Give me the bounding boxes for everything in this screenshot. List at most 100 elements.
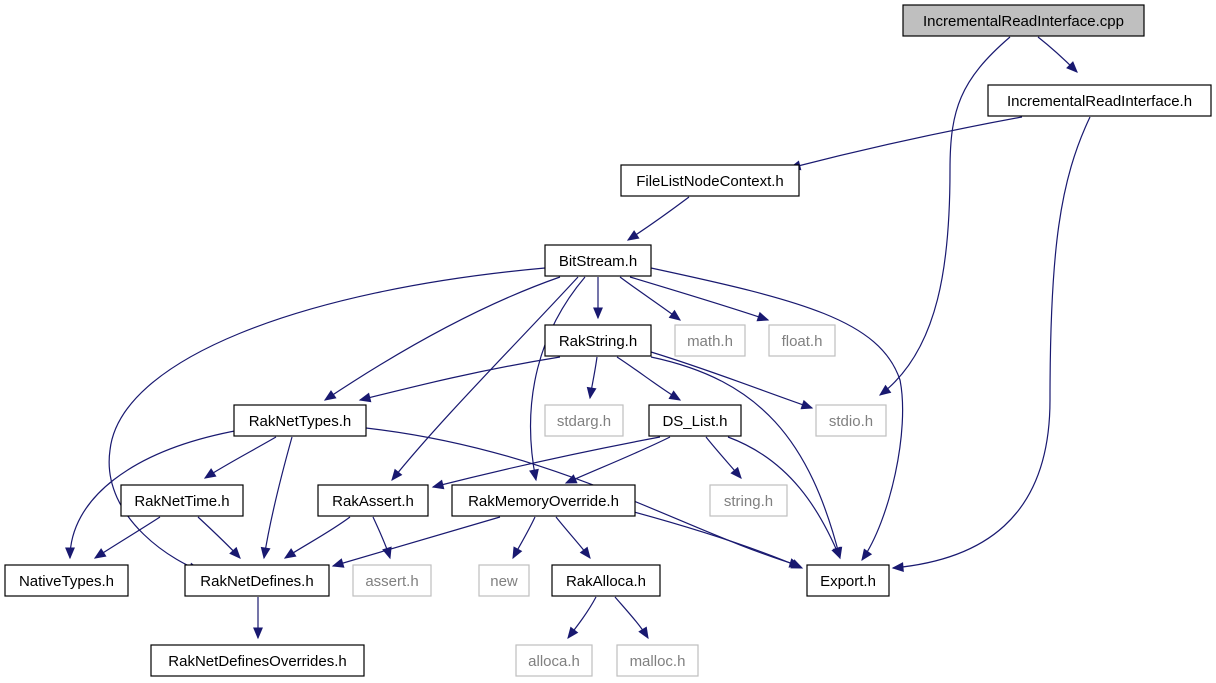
node-nativetypes[interactable]: NativeTypes.h	[4, 564, 129, 597]
arrowhead	[800, 399, 814, 410]
node-flnc[interactable]: FileListNodeContext.h	[620, 164, 800, 197]
node-label: DS_List.h	[662, 413, 727, 430]
node-rakassert[interactable]: RakAssert.h	[317, 484, 429, 517]
node-iri-h[interactable]: IncrementalReadInterface.h	[987, 84, 1212, 117]
arrowhead	[564, 474, 578, 484]
edge-line	[359, 356, 561, 401]
node-export[interactable]: Export.h	[806, 564, 890, 597]
arrowhead	[593, 307, 603, 320]
edge-line	[530, 276, 586, 481]
edge-rakstring-to-stdarg	[586, 356, 598, 400]
edge-rakalloca-to-alloca	[567, 596, 597, 640]
edge-bitstream-to-raknettypes	[323, 276, 561, 401]
edge-line	[789, 116, 1023, 169]
node-box	[674, 324, 746, 357]
node-label: IncrementalReadInterface.h	[1007, 93, 1192, 110]
edge-line	[727, 436, 841, 559]
edge-rakstring-to-dslist	[616, 356, 682, 401]
edge-dslist-to-export	[727, 436, 841, 560]
node-rakstring[interactable]: RakString.h	[544, 324, 652, 357]
node-box	[478, 564, 530, 597]
arrowhead	[358, 392, 372, 403]
node-assert: assert.h	[352, 564, 432, 597]
node-box	[616, 644, 699, 677]
node-box	[515, 644, 593, 677]
node-label: assert.h	[365, 573, 418, 590]
node-raknettypes[interactable]: RakNetTypes.h	[233, 404, 367, 437]
node-raknetdefines[interactable]: RakNetDefines.h	[184, 564, 330, 597]
node-label: RakMemoryOverride.h	[468, 493, 619, 510]
node-raknettime[interactable]: RakNetTime.h	[120, 484, 244, 517]
edge-line	[391, 276, 579, 481]
node-label: IncrementalReadInterface.cpp	[923, 13, 1124, 30]
arrowhead	[93, 548, 107, 559]
node-new: new	[478, 564, 530, 597]
edge-raknettypes-to-raknettime	[203, 436, 277, 479]
node-label: stdio.h	[829, 413, 873, 430]
arrowhead	[323, 390, 337, 401]
node-box	[451, 484, 636, 517]
node-math: math.h	[674, 324, 746, 357]
edge-line	[94, 516, 161, 559]
node-box	[544, 404, 624, 437]
edge-rakalloca-to-malloc	[614, 596, 649, 640]
edge-line	[633, 511, 803, 569]
node-box	[150, 644, 365, 677]
edge-iri_h-to-export	[891, 116, 1091, 573]
arrowhead	[579, 546, 591, 560]
arrowhead	[253, 627, 263, 640]
edge-line	[650, 351, 813, 409]
node-label: RakNetDefinesOverrides.h	[168, 653, 346, 670]
edge-line	[263, 436, 293, 559]
edge-dslist-to-string	[705, 436, 742, 479]
edge-root-to-iri_h	[1037, 36, 1078, 73]
arrowhead	[626, 230, 640, 241]
node-label: stdarg.h	[557, 413, 611, 430]
arrowhead	[331, 558, 345, 568]
arrowhead	[586, 386, 597, 400]
node-box	[768, 324, 836, 357]
edge-line	[627, 196, 690, 241]
node-label: RakNetTime.h	[134, 493, 229, 510]
arrowhead	[730, 466, 742, 479]
node-label: NativeTypes.h	[19, 573, 114, 590]
edge-rakstring-to-export	[650, 356, 843, 560]
node-rakalloca[interactable]: RakAlloca.h	[551, 564, 661, 597]
edge-root-to-stdio	[878, 36, 1011, 396]
node-rndo[interactable]: RakNetDefinesOverrides.h	[150, 644, 365, 677]
node-root[interactable]: IncrementalReadInterface.cpp	[902, 4, 1145, 37]
node-rakmem[interactable]: RakMemoryOverride.h	[451, 484, 636, 517]
edge-line	[650, 267, 904, 561]
arrowhead	[831, 546, 841, 560]
edge-layer	[65, 36, 1091, 640]
node-label: float.h	[782, 333, 823, 350]
node-dslist[interactable]: DS_List.h	[648, 404, 742, 437]
node-float: float.h	[768, 324, 836, 357]
edge-rakstring-to-stdio	[650, 351, 814, 410]
node-label: RakAlloca.h	[566, 573, 646, 590]
edge-line	[565, 436, 671, 484]
node-box	[806, 564, 890, 597]
arrowhead	[638, 626, 649, 640]
edge-rakmem-to-export	[633, 511, 804, 569]
edge-bitstream-to-float	[629, 276, 770, 322]
node-malloc: malloc.h	[616, 644, 699, 677]
node-label: RakAssert.h	[332, 493, 414, 510]
edge-bitstream-to-export	[650, 267, 904, 562]
edge-raknettypes-to-raknetdefines	[260, 436, 293, 560]
node-bitstream[interactable]: BitStream.h	[544, 244, 652, 277]
node-box	[352, 564, 432, 597]
node-box	[620, 164, 800, 197]
edge-bitstream-to-math	[619, 276, 682, 321]
edge-line	[616, 356, 681, 401]
arrowhead	[891, 562, 904, 573]
node-label: RakNetDefines.h	[200, 573, 313, 590]
arrowhead	[512, 546, 523, 560]
node-box	[987, 84, 1212, 117]
edge-rakmem-to-new	[512, 516, 536, 560]
arrowhead	[790, 559, 804, 569]
arrowhead	[431, 479, 445, 490]
node-label: math.h	[687, 333, 733, 350]
arrowhead	[668, 390, 682, 401]
node-label: alloca.h	[528, 653, 580, 670]
